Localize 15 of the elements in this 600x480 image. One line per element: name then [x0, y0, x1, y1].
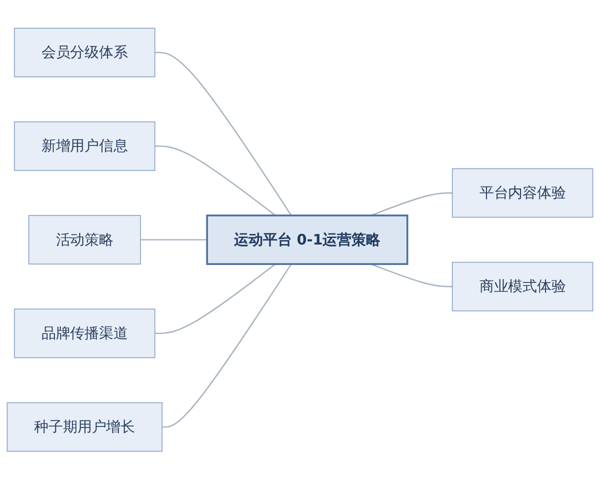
connector	[140, 239, 208, 241]
connector	[154, 264, 276, 334]
node-box: 品牌传播渠道	[14, 308, 156, 358]
connector	[370, 264, 452, 288]
node-box: 活动策略	[28, 215, 141, 265]
node-box: 平台内容体验	[452, 168, 594, 218]
connector	[370, 192, 452, 216]
node-box: 新增用户信息	[14, 122, 156, 172]
node-box: 运动平台 0-1运营策略	[206, 214, 408, 266]
node-box: 会员分级体系	[14, 28, 156, 78]
connector	[154, 146, 276, 216]
node-box: 商业模式体验	[452, 262, 594, 312]
connector	[154, 52, 292, 216]
node-box: 种子期用户增长	[6, 402, 162, 452]
connector	[162, 264, 292, 428]
